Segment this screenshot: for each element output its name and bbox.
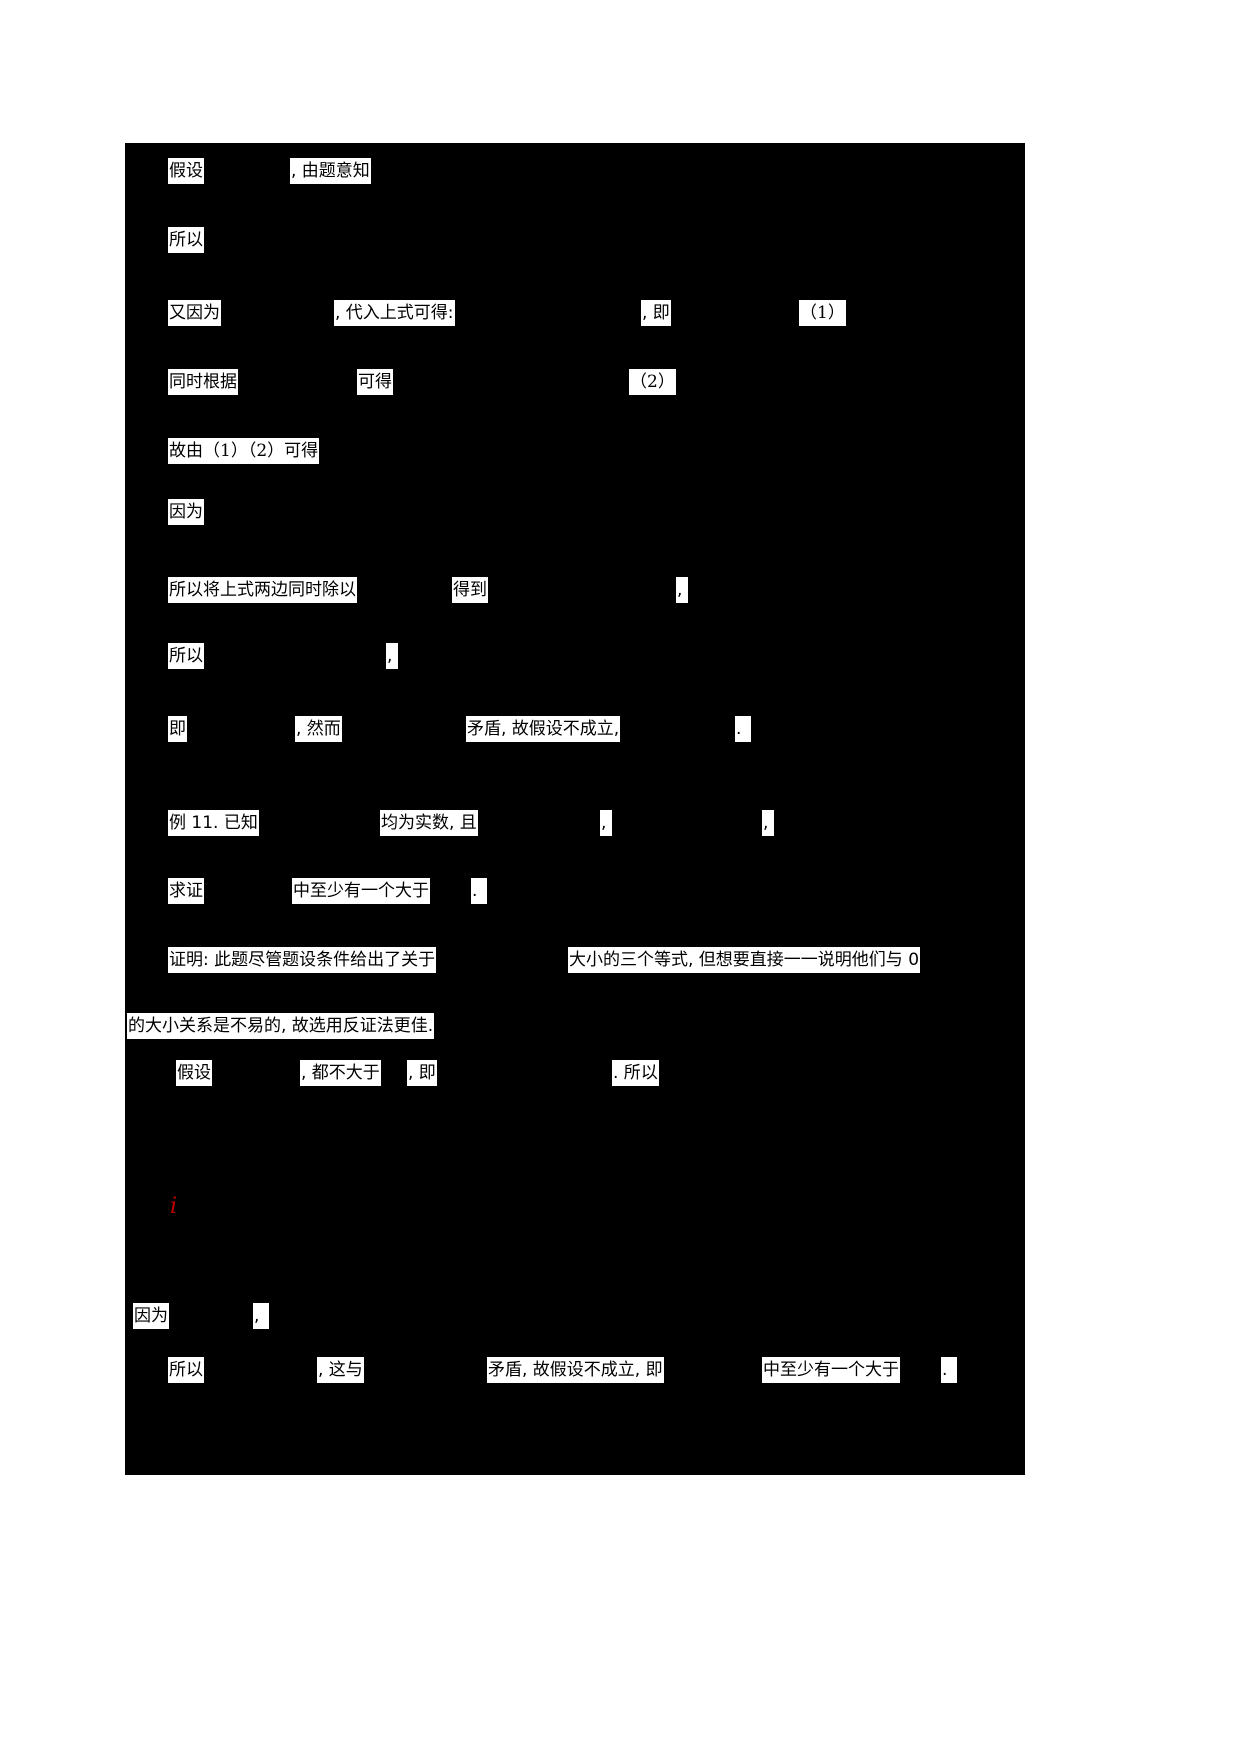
text-run: , 即 — [407, 1060, 437, 1086]
punctuation-chip: . — [735, 716, 751, 742]
punctuation-chip: . — [941, 1357, 957, 1383]
equation-number: （1） — [799, 300, 846, 326]
punctuation-chip: , — [762, 810, 774, 836]
text-run: 同时根据 — [168, 369, 238, 395]
text-run: 故由（1）（2）可得 — [168, 438, 320, 464]
text-run: 中至少有一个大于 — [292, 878, 430, 904]
text-run: , 然而 — [295, 716, 342, 742]
scanned-sheet-body — [125, 143, 1025, 1475]
text-run: 矛盾, 故假设不成立, 即 — [487, 1357, 664, 1383]
text-run: 得到 — [452, 577, 488, 603]
text-run: , 由题意知 — [290, 158, 371, 184]
text-run: 的大小关系是不易的, 故选用反证法更佳. — [127, 1013, 435, 1039]
text-run: 所以 — [168, 227, 204, 253]
text-run: 证明: 此题尽管题设条件给出了关于 — [168, 947, 437, 973]
text-run: . 所以 — [612, 1060, 659, 1086]
text-run: 假设 — [176, 1060, 212, 1086]
text-run: 大小的三个等式, 但想要直接一一说明他们与 0 — [568, 947, 921, 973]
punctuation-chip: . — [471, 878, 487, 904]
punctuation-chip: , — [253, 1303, 269, 1329]
text-run: 所以将上式两边同时除以 — [168, 577, 357, 603]
text-run: 因为 — [133, 1303, 169, 1329]
equation-number: （2） — [629, 369, 676, 395]
text-run: 又因为 — [168, 300, 221, 326]
text-run: 所以 — [168, 1357, 204, 1383]
red-annotation-mark: i — [170, 1194, 178, 1219]
text-run: 即 — [168, 716, 187, 742]
text-run: 均为实数, 且 — [380, 810, 478, 836]
text-run: 假设 — [168, 158, 204, 184]
punctuation-chip: , — [600, 810, 612, 836]
text-run: 矛盾, 故假设不成立, — [466, 716, 621, 742]
text-run: 因为 — [168, 499, 204, 525]
example-heading: 例 11. 已知 — [168, 810, 259, 836]
text-run: 可得 — [357, 369, 393, 395]
text-run: , 这与 — [317, 1357, 364, 1383]
punctuation-chip: , — [386, 643, 398, 669]
text-run: 中至少有一个大于 — [762, 1357, 900, 1383]
text-run: 求证 — [168, 878, 204, 904]
punctuation-chip: , — [676, 577, 688, 603]
text-run: , 都不大于 — [300, 1060, 381, 1086]
text-run: , 代入上式可得: — [334, 300, 455, 326]
text-run: 所以 — [168, 643, 204, 669]
text-run: , 即 — [641, 300, 671, 326]
